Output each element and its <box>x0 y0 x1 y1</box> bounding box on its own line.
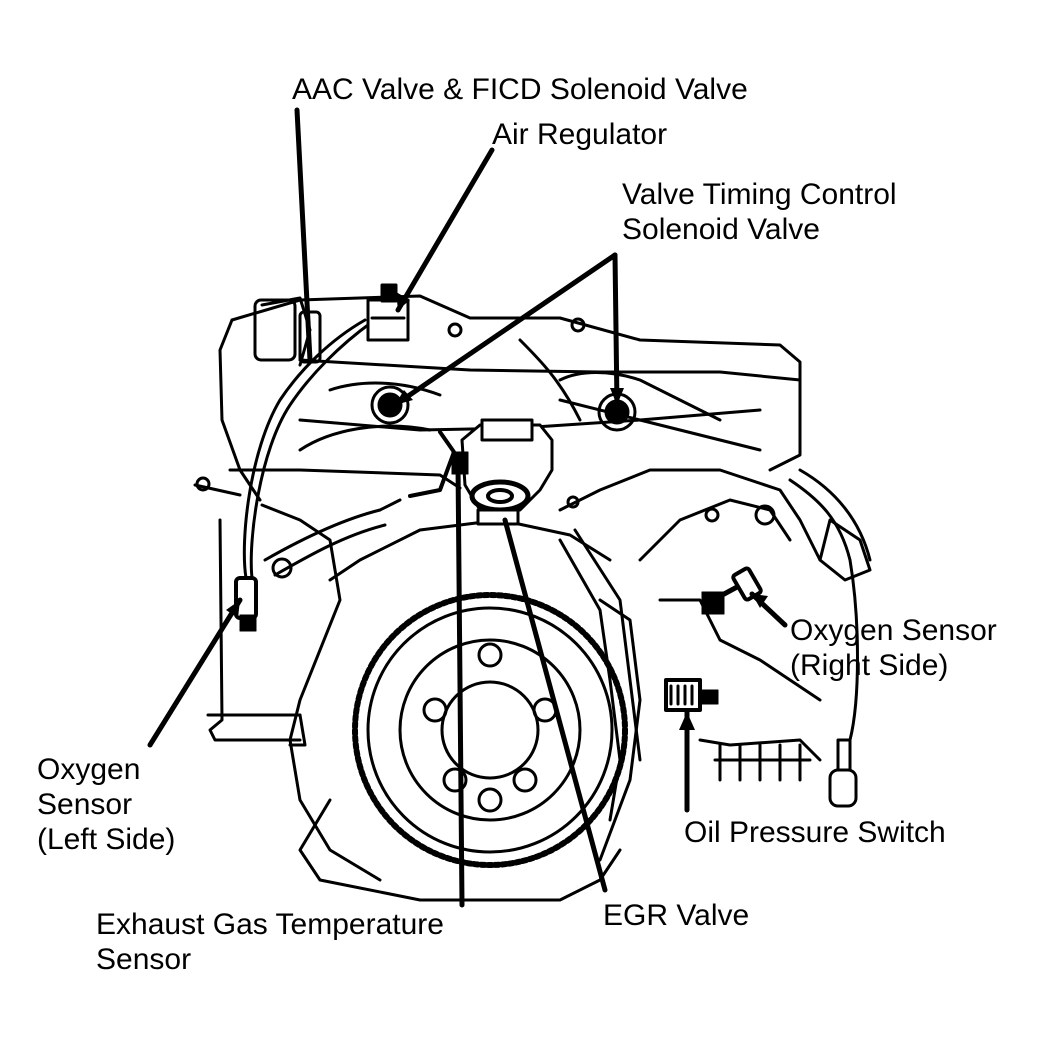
vtc-right-arrowhead <box>610 388 624 405</box>
label-exhaust-gas-temp-sensor: Exhaust Gas Temperature Sensor <box>96 907 444 977</box>
label-egt-line-2: Sensor <box>96 943 192 976</box>
air-regulator-arrowhead <box>396 292 410 310</box>
arrowheads <box>226 292 768 730</box>
o2-left-leader <box>147 597 243 748</box>
oil-pressure-arrowhead <box>679 712 695 730</box>
egt-leader <box>455 462 465 908</box>
label-valve-timing-control: Valve Timing Control Solenoid Valve <box>622 177 897 247</box>
label-o2-left-line-2: Sensor <box>37 788 133 821</box>
oil-pressure-switch-part <box>664 678 719 712</box>
egr-leader <box>502 517 608 893</box>
label-oil-pressure-switch: Oil Pressure Switch <box>684 815 946 850</box>
oxygen-sensor-right-part <box>701 566 763 615</box>
label-egr-valve: EGR Valve <box>603 898 749 933</box>
label-egt-line-1: Exhaust Gas Temperature <box>96 908 444 941</box>
label-oxygen-sensor-right: Oxygen Sensor (Right Side) <box>790 613 997 683</box>
label-air-regulator: Air Regulator <box>492 117 667 152</box>
o2-right-arrowhead <box>752 594 768 608</box>
vtc-leader-right <box>612 252 620 408</box>
label-oil-pressure-line-1: Oil Pressure Switch <box>684 816 946 849</box>
vtc-leader-left <box>392 252 618 408</box>
label-egr-line-1: EGR Valve <box>603 899 750 932</box>
flywheel <box>352 592 628 868</box>
egr-valve-body <box>460 418 554 526</box>
vtc-left-arrowhead <box>395 390 413 405</box>
label-aac-line-1: AAC Valve & FICD Solenoid Valve <box>292 73 748 106</box>
label-o2-right-line-1: Oxygen Sensor <box>790 614 997 647</box>
leader-lines <box>147 107 788 908</box>
o2-left-arrowhead <box>226 600 240 618</box>
aac-valve-part <box>366 283 410 342</box>
label-vtc-line-1: Valve Timing Control <box>622 178 897 211</box>
valve-timing-solenoid-left <box>370 385 410 425</box>
label-o2-right-line-2: (Right Side) <box>790 649 949 682</box>
oxygen-sensor-left-part <box>234 318 374 632</box>
label-vtc-line-2: Solenoid Valve <box>622 213 820 246</box>
label-o2-left-line-1: Oxygen <box>37 753 141 786</box>
label-aac-valve: AAC Valve & FICD Solenoid Valve <box>292 72 748 107</box>
label-air-regulator-line-1: Air Regulator <box>492 118 668 151</box>
label-oxygen-sensor-left: Oxygen Sensor (Left Side) <box>37 752 175 857</box>
aac-leader <box>294 107 313 363</box>
exhaust-gas-temp-sensor-part <box>408 430 469 498</box>
air-regulator-leader <box>395 147 495 313</box>
label-o2-left-line-3: (Left Side) <box>37 823 176 856</box>
